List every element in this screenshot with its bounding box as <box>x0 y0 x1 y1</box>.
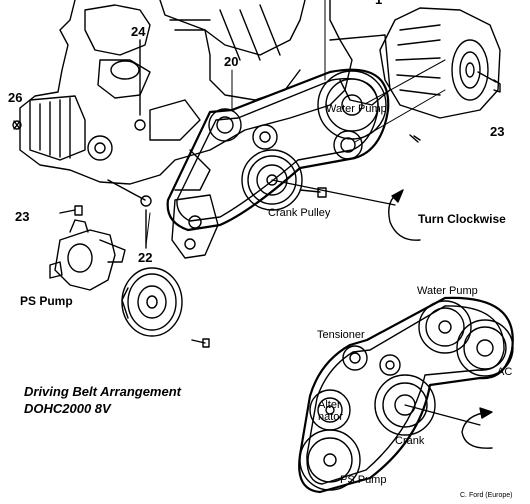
label-ps-pump-left: PS Pump <box>20 294 73 308</box>
lower-schematic <box>298 296 514 494</box>
callout-24: 24 <box>131 24 146 39</box>
leader-lines <box>145 0 446 246</box>
rotation-arrow-upper <box>271 179 421 241</box>
bolt-23-left <box>59 205 83 216</box>
bolt-23-right <box>477 71 501 93</box>
bolt-22 <box>107 179 152 249</box>
label-water-pump-lower: Water Pump <box>417 285 478 297</box>
label-water-pump-top: Water Pump <box>326 103 387 115</box>
callout-23-right: 23 <box>490 124 504 139</box>
callout-top-right: 1 <box>375 0 382 7</box>
upper-belt-system <box>166 68 390 259</box>
title-line-1: Driving Belt Arrangement <box>24 384 182 399</box>
copyright: C. Ford (Europe) <box>460 492 513 499</box>
title-line-2: DOHC2000 8V <box>24 401 112 416</box>
callout-20: 20 <box>224 54 238 69</box>
callout-26: 26 <box>8 90 22 105</box>
engine-block <box>19 0 353 191</box>
label-tensioner: Tensioner <box>317 329 365 341</box>
ps-pump-pulley <box>121 267 183 337</box>
bolt-misc <box>191 134 421 348</box>
bolt-24 <box>134 39 146 131</box>
callout-22: 22 <box>138 250 152 265</box>
label-ac: AC <box>497 366 512 378</box>
label-crank-pulley: Crank Pulley <box>268 207 331 219</box>
bolt-26 <box>12 120 22 130</box>
label-alternator-2: nator <box>318 411 343 423</box>
callout-23-left: 23 <box>15 209 29 224</box>
ac-compressor <box>329 7 501 119</box>
ps-pump-body <box>49 219 126 291</box>
label-alternator-1: Alter <box>318 399 341 411</box>
label-ps-pump-lower: PS Pump <box>340 474 386 486</box>
label-turn-clockwise: Turn Clockwise <box>418 212 506 226</box>
label-crank-lower: Crank <box>395 435 425 447</box>
